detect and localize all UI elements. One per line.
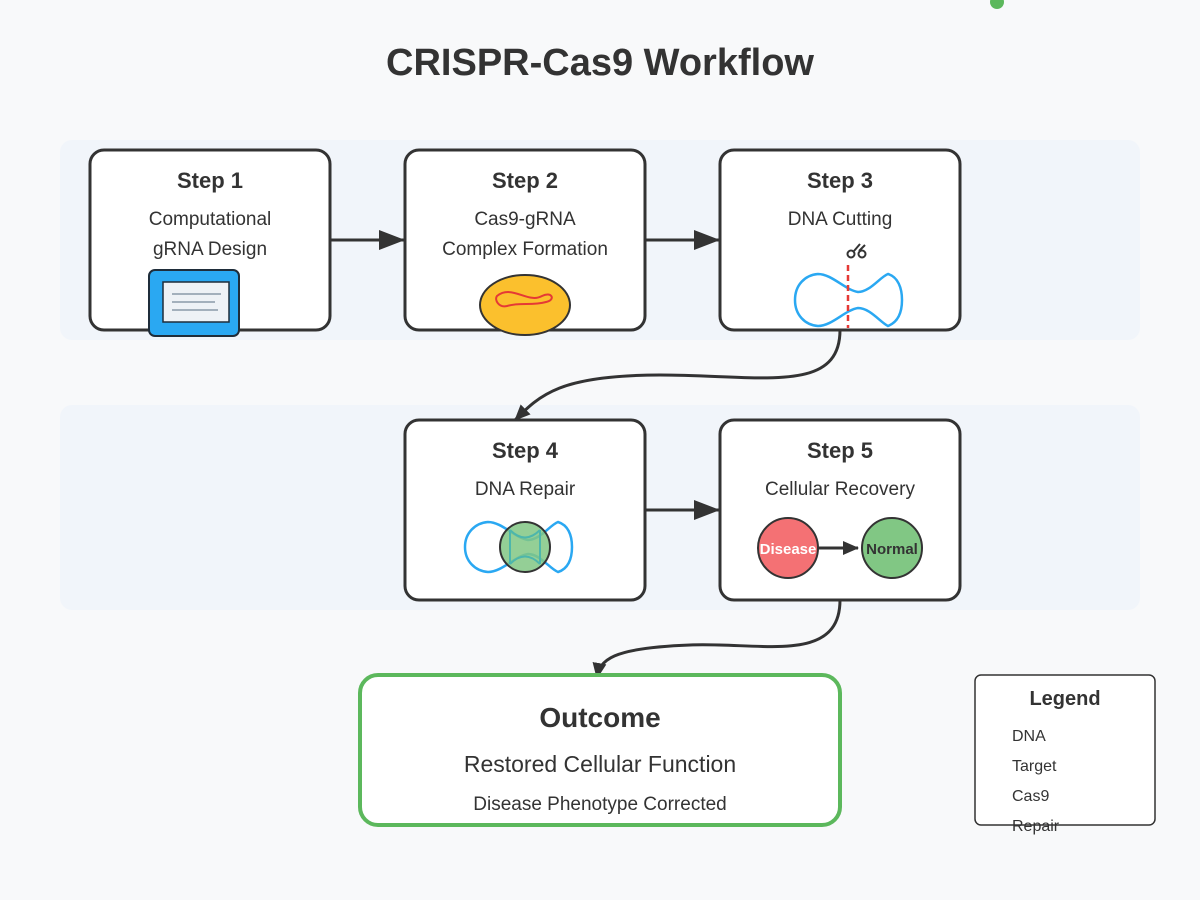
legend-item-cas9: Cas9 [1012, 788, 1049, 805]
step-1-node: Step 1 Computational gRNA Design [88, 148, 332, 337]
step-5-title: Step 5 [807, 438, 873, 463]
step-4-line1: DNA Repair [475, 479, 576, 500]
outcome-text: Restored Cellular Function [464, 751, 736, 777]
normal-label: Normal [866, 541, 918, 558]
step-4-title: Step 4 [492, 438, 559, 463]
outcome-subtext: Disease Phenotype Corrected [473, 794, 726, 815]
legend: Legend DNA Target Cas9 Repair [974, 674, 1156, 835]
dna-cut-icon [793, 265, 904, 328]
normal-cell [861, 517, 923, 579]
cell-recovery-icon: Disease Normal [757, 517, 923, 579]
disease-label: Disease [760, 541, 817, 558]
step-3-node: Step 3 DNA Cutting [718, 148, 962, 332]
step-3-line1: DNA Cutting [788, 209, 893, 230]
dna-repair-icon [463, 520, 574, 574]
step-3-title: Step 3 [807, 168, 873, 193]
step-2-line1: Cas9-gRNA [474, 209, 576, 230]
decorative-dot [990, 0, 1004, 9]
outcome-title: Outcome [539, 702, 660, 733]
arrow-step3-step4 [513, 329, 842, 422]
legend-item-target: Target [1012, 758, 1057, 775]
legend-item-dna: DNA [1012, 728, 1046, 745]
scissors-icon [846, 243, 867, 259]
diagram-title: CRISPR-Cas9 Workflow [386, 42, 814, 84]
step-5-line1: Cellular Recovery [765, 479, 915, 500]
step-4-node: Step 4 DNA Repair [403, 418, 647, 602]
legend-title: Legend [1029, 688, 1100, 710]
cas9-complex-icon [479, 274, 571, 336]
step-1-line2: gRNA Design [153, 239, 267, 260]
computer-monitor-icon [148, 269, 240, 337]
step-2-title: Step 2 [492, 168, 558, 193]
step-1-title: Step 1 [177, 168, 243, 193]
step-5-node: Cellular Recovery Step 5 Disease Normal [718, 418, 962, 602]
step-2-line2: Complex Formation [442, 239, 608, 260]
step-1-line1: Computational [149, 209, 272, 230]
outcome-node: Outcome Restored Cellular Function Disea… [358, 673, 842, 827]
legend-item-repair: Repair [1012, 818, 1060, 835]
arrow-step5-outcome [592, 599, 842, 679]
step-2-node: Step 2 Cas9-gRNA Complex Formation [403, 148, 647, 336]
